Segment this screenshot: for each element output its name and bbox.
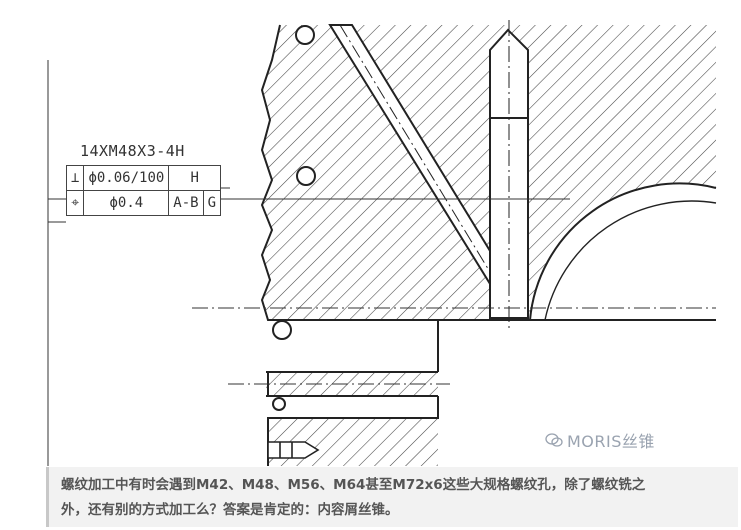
body-outline [260,24,439,372]
watermark-text: MORIS丝锥 [567,432,655,451]
thread-callout: 14XM48X3-4H [80,142,185,160]
position-symbol: ⌖ [65,190,85,216]
perpendicularity-symbol: ⊥ [65,165,85,191]
technical-drawing [47,20,717,466]
feature-control-frame: ⊥ ϕ0.06/100 H ⌖ ϕ0.4 A-B G [65,165,222,216]
datum-label: A-B [168,190,204,216]
screw-detail [267,441,320,459]
tolerance-row: ⊥ ϕ0.06/100 H [65,165,222,191]
caption-line: 外，还有别的方式加工么？答案是肯定的：内容屑丝锥。 [61,502,399,518]
caption: 螺纹加工中有时会遇到M42、M48、M56、M64甚至M72x6这些大规格螺纹孔… [46,467,738,527]
tolerance-value: ϕ0.06/100 [83,165,170,191]
wechat-icon [545,432,563,451]
tolerance-row: ⌖ ϕ0.4 A-B G [65,190,222,216]
drilled-hole [489,20,529,330]
datum-extra: G [202,190,222,216]
tolerance-value: ϕ0.4 [83,190,170,216]
datum-label: H [168,165,222,191]
caption-line: 螺纹加工中有时会遇到M42、M48、M56、M64甚至M72x6这些大规格螺纹孔… [61,477,646,493]
bore-arc [529,182,717,321]
watermark: MORIS丝锥 [545,428,655,452]
edge-holes [272,25,316,411]
